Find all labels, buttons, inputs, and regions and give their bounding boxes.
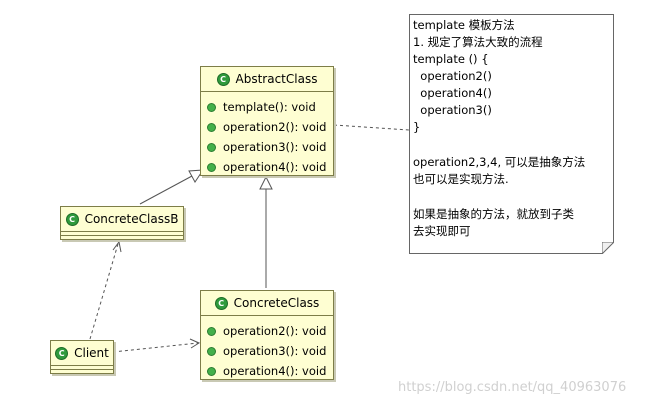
note-line: operation4()	[413, 86, 492, 100]
client-class[interactable]: C Client	[50, 340, 114, 374]
concrete-class-b-name: ConcreteClassB	[84, 212, 179, 226]
dependency-client-concrete	[112, 342, 199, 353]
method-icon	[207, 102, 216, 112]
method-icon	[207, 162, 216, 172]
note-line: }	[413, 120, 421, 134]
method-row: operation2(): void	[201, 117, 333, 137]
method-row: operation4(): void	[201, 157, 333, 177]
method-icon	[207, 122, 216, 132]
method-label: operation4(): void	[223, 160, 327, 174]
dependency-client-b	[89, 243, 119, 340]
generalization-arrow-concrete-b	[188, 169, 204, 183]
note[interactable]	[409, 14, 614, 254]
abstract-class-methods: template(): void operation2(): void oper…	[201, 95, 333, 179]
method-row: operation4(): void	[201, 361, 333, 381]
method-label: operation4(): void	[223, 364, 327, 378]
method-label: operation3(): void	[223, 344, 327, 358]
abstract-class-name: AbstractClass	[235, 72, 318, 86]
generalization-concrete-b	[139, 175, 193, 205]
method-label: operation2(): void	[223, 324, 327, 338]
method-row: operation3(): void	[201, 341, 333, 361]
method-label: operation3(): void	[223, 140, 327, 154]
method-row: operation3(): void	[201, 137, 333, 157]
client-class-name: Client	[74, 346, 109, 360]
method-row: template(): void	[201, 97, 333, 117]
method-label: operation2(): void	[223, 120, 327, 134]
class-icon: C	[65, 212, 79, 226]
note-fold-corner	[602, 242, 614, 254]
dependency-arrow-client-concrete	[189, 338, 201, 349]
note-line: template 模板方法	[413, 18, 515, 32]
note-line: 1. 规定了算法大致的流程	[413, 35, 543, 49]
method-icon	[207, 366, 216, 376]
note-line: template () {	[413, 52, 489, 66]
concrete-class[interactable]: C ConcreteClass operation2(): void opera…	[200, 290, 334, 380]
dependency-arrow-client-b	[112, 240, 122, 253]
note-line: operation2,3,4, 可以是抽象方法	[413, 155, 586, 169]
watermark: https://blog.csdn.net/qq_40963076	[398, 380, 627, 395]
method-icon	[207, 326, 216, 336]
note-anchor	[333, 124, 410, 131]
note-line: 如果是抽象的方法，就放到子类	[413, 207, 574, 221]
class-icon: C	[216, 72, 230, 86]
note-line: operation3()	[413, 103, 492, 117]
concrete-class-name: ConcreteClass	[233, 296, 320, 310]
method-icon	[207, 142, 216, 152]
concrete-class-methods: operation2(): void operation3(): void op…	[201, 319, 333, 383]
client-class-header: C Client	[51, 341, 113, 365]
concrete-class-b-header: C ConcreteClassB	[61, 207, 183, 231]
class-icon: C	[55, 346, 69, 360]
concrete-class-header: C ConcreteClass	[201, 291, 333, 315]
class-icon: C	[214, 296, 228, 310]
method-row: operation2(): void	[201, 321, 333, 341]
generalization-arrow-concrete	[259, 175, 273, 190]
concrete-class-b[interactable]: C ConcreteClassB	[60, 206, 184, 240]
abstract-class-header: C AbstractClass	[201, 67, 333, 91]
note-line: operation2()	[413, 69, 492, 83]
note-line: 也可以是实现方法.	[413, 172, 509, 186]
method-label: template(): void	[223, 100, 316, 114]
note-line: 去实现即可	[413, 224, 471, 238]
abstract-class[interactable]: C AbstractClass template(): void operati…	[200, 66, 334, 176]
method-icon	[207, 346, 216, 356]
